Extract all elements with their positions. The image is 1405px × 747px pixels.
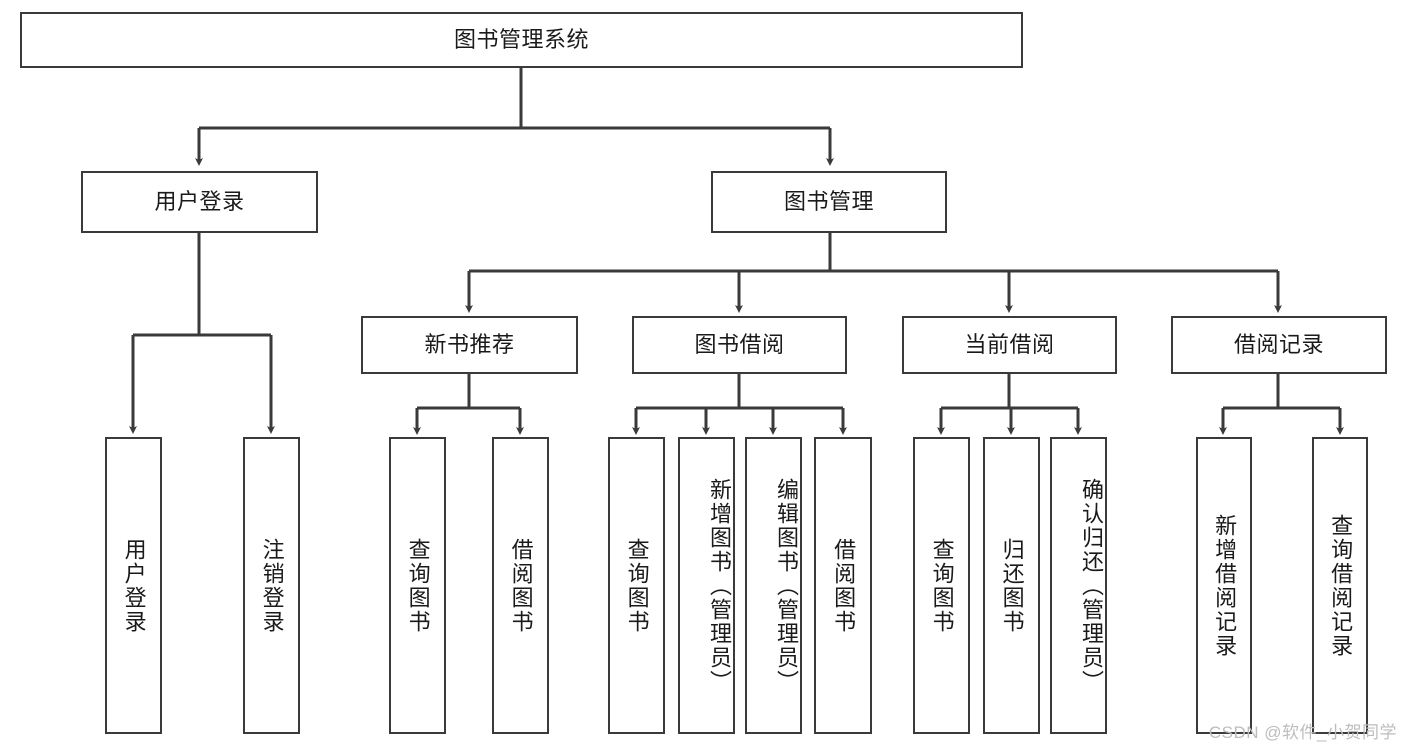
node-label: 图书管理: [783, 188, 874, 214]
node-root-system[interactable]: 图书管理系统: [20, 12, 1023, 68]
node-label: 查询图书: [929, 537, 955, 634]
node-label: 当前借阅: [964, 331, 1055, 357]
leaf-current-return-book[interactable]: 归还图书: [983, 437, 1040, 734]
leaf-new-book-query[interactable]: 查询图书: [389, 437, 446, 734]
leaf-borrow-add-book[interactable]: 新增图书（管理员）: [678, 437, 735, 734]
node-label: 确认归还（管理员）: [1079, 477, 1104, 694]
leaf-user-login[interactable]: 用户登录: [105, 437, 162, 734]
node-book-borrow[interactable]: 图书借阅: [632, 316, 847, 374]
node-label: 借阅图书: [508, 537, 534, 634]
node-new-book-recommend[interactable]: 新书推荐: [361, 316, 578, 374]
leaf-records-query[interactable]: 查询借阅记录: [1312, 437, 1368, 734]
leaf-records-add[interactable]: 新增借阅记录: [1196, 437, 1252, 734]
node-book-manage[interactable]: 图书管理: [711, 171, 947, 233]
node-label: 查询图书: [405, 537, 431, 634]
leaf-borrow-borrow-book[interactable]: 借阅图书: [814, 437, 872, 734]
node-label: 查询借阅记录: [1328, 513, 1354, 658]
node-borrow-records[interactable]: 借阅记录: [1171, 316, 1387, 374]
node-label: 图书管理系统: [453, 26, 589, 52]
node-label: 注销登录: [259, 537, 285, 634]
node-label: 归还图书: [999, 537, 1025, 634]
node-label: 用户登录: [121, 537, 147, 634]
node-current-borrow[interactable]: 当前借阅: [902, 316, 1117, 374]
node-label: 借阅图书: [831, 537, 857, 634]
node-user-login[interactable]: 用户登录: [81, 171, 318, 233]
leaf-borrow-query-book[interactable]: 查询图书: [608, 437, 665, 734]
node-label: 新增借阅记录: [1212, 513, 1238, 658]
node-label: 编辑图书（管理员）: [774, 477, 799, 694]
node-label: 查询图书: [624, 537, 650, 634]
leaf-current-query-book[interactable]: 查询图书: [913, 437, 970, 734]
leaf-borrow-edit-book[interactable]: 编辑图书（管理员）: [745, 437, 802, 734]
node-label: 用户登录: [154, 188, 245, 214]
node-label: 借阅记录: [1233, 331, 1324, 357]
node-label: 新书推荐: [424, 331, 515, 357]
leaf-current-confirm-return[interactable]: 确认归还（管理员）: [1050, 437, 1107, 734]
leaf-new-book-borrow[interactable]: 借阅图书: [492, 437, 549, 734]
node-label: 新增图书（管理员）: [707, 477, 732, 694]
leaf-logout[interactable]: 注销登录: [243, 437, 300, 734]
node-label: 图书借阅: [694, 331, 785, 357]
